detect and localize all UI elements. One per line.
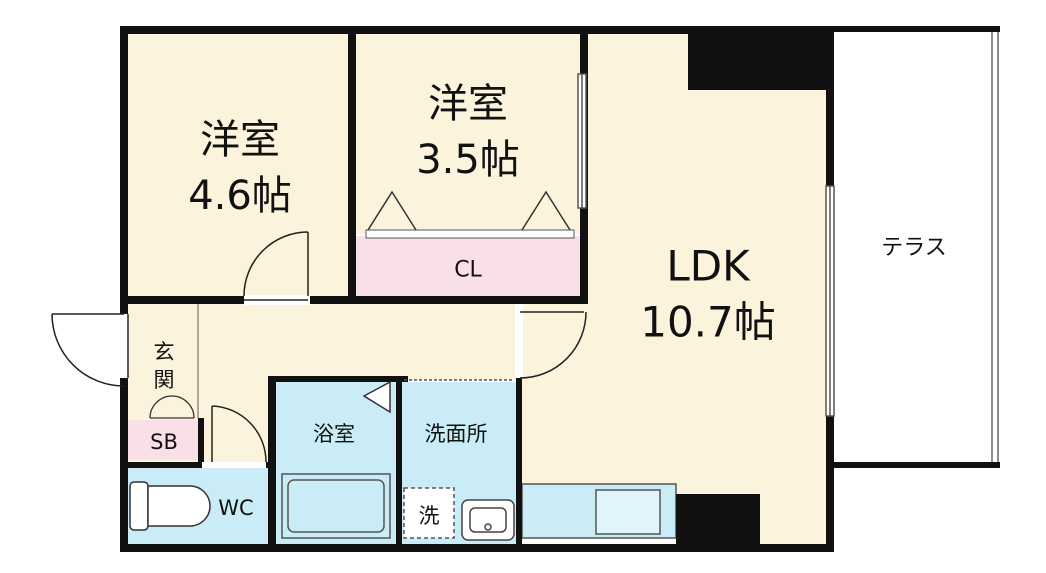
western-b-name: 洋室 — [428, 81, 508, 127]
window-western-b — [577, 73, 587, 209]
entrance-label-1: 玄 — [154, 340, 175, 364]
shoe-box-label: SB — [150, 430, 178, 454]
kitchen-sink — [595, 489, 661, 535]
window-ldk — [825, 185, 835, 417]
terrace-area — [991, 32, 999, 462]
shoe-box-area — [128, 420, 198, 460]
entrance-label-2: 関 — [154, 368, 175, 392]
door-western-a — [243, 231, 309, 301]
terrace-label: テラス — [881, 236, 947, 261]
shoe-box-doors — [149, 395, 195, 419]
bath-door-symbol — [362, 380, 391, 414]
closet-sill — [365, 229, 575, 239]
entrance-door — [51, 313, 129, 387]
bathtub — [281, 473, 391, 539]
room-western-b — [356, 32, 584, 234]
ldk-door — [519, 311, 587, 379]
closet-area — [356, 236, 584, 298]
ldk-size: 10.7帖 — [640, 298, 776, 347]
western-a-name: 洋室 — [200, 117, 280, 163]
washbasin — [461, 499, 515, 541]
bath-label: 浴室 — [313, 422, 355, 446]
bath-area — [276, 382, 398, 544]
room-western-a — [126, 32, 352, 300]
western-b-size: 3.5帖 — [416, 137, 520, 183]
washroom-label: 洗面所 — [425, 422, 488, 446]
washer-box — [403, 487, 455, 539]
western-a-size: 4.6帖 — [188, 173, 292, 219]
ldk-name: LDK — [666, 242, 751, 291]
room-ldk — [522, 32, 828, 546]
toilet-label: WC — [218, 496, 253, 520]
toilet-door — [211, 405, 267, 463]
washer-label: 洗 — [419, 504, 440, 528]
closet-label: CL — [454, 258, 482, 283]
hallway — [126, 304, 522, 380]
closet-door-symbols — [367, 190, 571, 231]
toilet-fixture — [129, 481, 211, 531]
